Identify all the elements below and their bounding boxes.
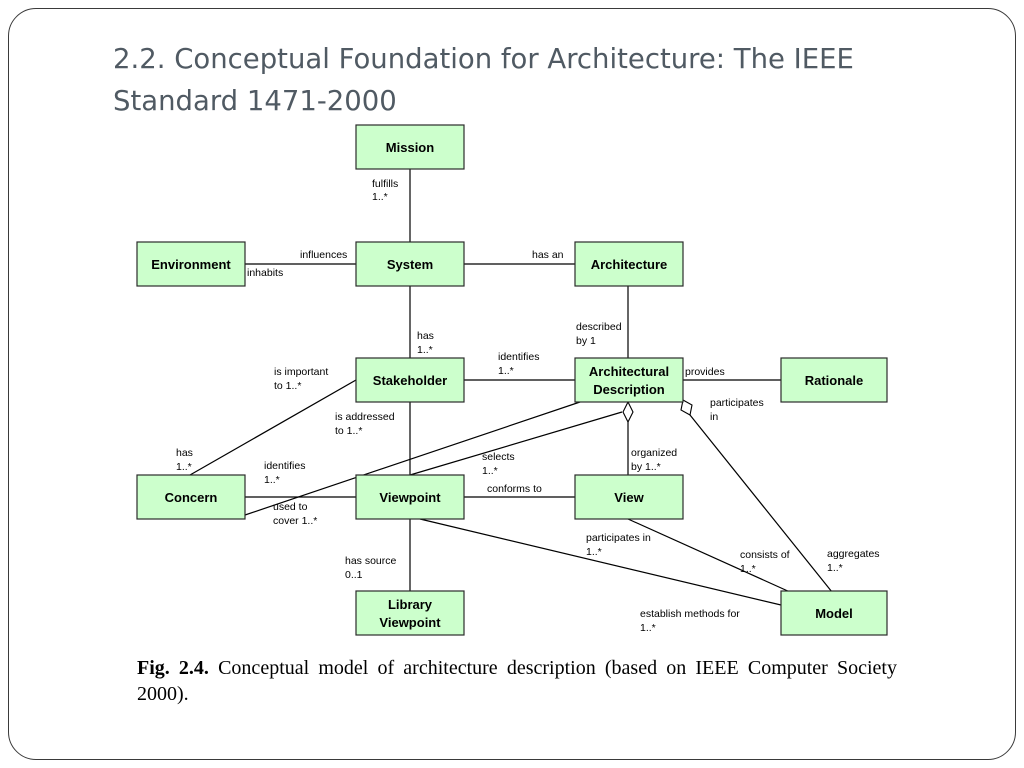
svg-text:Environment: Environment: [151, 257, 231, 272]
svg-text:Concern: Concern: [165, 490, 218, 505]
label-is-important: is important: [274, 366, 328, 378]
label-is-important-mult: to 1..*: [274, 380, 301, 392]
label-participates-in: in: [710, 411, 718, 423]
diagram-edges: [189, 169, 833, 606]
edge-viewpoint-model: [419, 518, 782, 606]
edge-ad-viewpoint: [409, 411, 623, 476]
label-described-mult: by 1: [576, 335, 596, 347]
svg-text:Mission: Mission: [386, 140, 434, 155]
node-architectural-description: Architectural Description: [574, 357, 684, 403]
label-establish-methods: establish methods for: [640, 608, 740, 620]
node-model: Model: [780, 590, 888, 636]
label-organized: organized: [631, 447, 677, 459]
svg-text:Viewpoint: Viewpoint: [379, 615, 441, 630]
label-organized-mult: by 1..*: [631, 461, 661, 473]
edge-stakeholder-concern: [189, 379, 357, 476]
label-has-stakeholder-mult: 1..*: [417, 344, 433, 356]
svg-text:Architectural: Architectural: [589, 364, 669, 379]
label-used-to-mult: cover 1..*: [273, 515, 317, 527]
svg-text:Description: Description: [593, 382, 665, 397]
label-identifies-concern-mult: 1..*: [264, 474, 280, 486]
label-aggregates: aggregates: [827, 548, 880, 560]
label-identifies-concern: identifies: [264, 460, 305, 472]
svg-text:Stakeholder: Stakeholder: [373, 373, 447, 388]
label-participates-in-view: participates in: [586, 532, 651, 544]
node-viewpoint: Viewpoint: [355, 474, 465, 520]
label-has-source: has source: [345, 555, 397, 567]
node-mission: Mission: [355, 124, 465, 170]
label-fulfills-mult: 1..*: [372, 191, 388, 203]
node-concern: Concern: [136, 474, 246, 520]
label-influences: influences: [300, 249, 347, 261]
edge-ad-concern: [244, 401, 581, 516]
label-used-to: used to: [273, 501, 308, 513]
edge-view-model: [627, 518, 791, 593]
label-has-concern-mult: 1..*: [176, 461, 192, 473]
label-provides: provides: [685, 366, 725, 378]
svg-text:Model: Model: [815, 606, 853, 621]
figure-caption-prefix: Fig. 2.4.: [137, 657, 209, 679]
node-system: System: [355, 241, 465, 287]
svg-text:Rationale: Rationale: [805, 373, 864, 388]
node-rationale: Rationale: [780, 357, 888, 403]
svg-text:System: System: [387, 257, 433, 272]
label-aggregates-mult: 1..*: [827, 562, 843, 574]
label-has-source-mult: 0..1: [345, 569, 363, 581]
aggregation-diamond-view: [622, 400, 634, 424]
label-has-stakeholder: has: [417, 330, 434, 342]
svg-text:Architecture: Architecture: [591, 257, 668, 272]
label-has-concern: has: [176, 447, 193, 459]
label-participates-in-view-mult: 1..*: [586, 546, 602, 558]
svg-text:View: View: [614, 490, 644, 505]
label-participates: participates: [710, 397, 764, 409]
label-described: described: [576, 321, 622, 333]
node-architecture: Architecture: [574, 241, 684, 287]
node-library-viewpoint: Library Viewpoint: [355, 590, 465, 636]
label-conforms-to: conforms to: [487, 483, 542, 495]
label-identifies-stakeholder-mult: 1..*: [498, 365, 514, 377]
figure-caption: Fig. 2.4. Conceptual model of architectu…: [137, 655, 897, 707]
label-identifies-stakeholder: identifies: [498, 351, 539, 363]
label-inhabits: inhabits: [247, 267, 283, 279]
node-environment: Environment: [136, 241, 246, 287]
label-consists-of: consists of: [740, 549, 790, 561]
label-consists-of-mult: 1..*: [740, 563, 756, 575]
slide-title: 2.2. Conceptual Foundation for Architect…: [113, 43, 854, 117]
svg-text:Viewpoint: Viewpoint: [379, 490, 441, 505]
label-fulfills: fulfills: [372, 178, 398, 190]
label-selects-mult: 1..*: [482, 465, 498, 477]
aggregation-diamond-model: [680, 399, 693, 416]
node-stakeholder: Stakeholder: [355, 357, 465, 403]
figure-caption-text: Conceptual model of architecture descrip…: [137, 657, 897, 705]
label-has-an: has an: [532, 249, 564, 261]
label-is-addressed-mult: to 1..*: [335, 425, 362, 437]
edge-ad-model: [689, 414, 833, 593]
node-view: View: [574, 474, 684, 520]
edge-labels: fulfills 1..* influences inhabits has an…: [176, 178, 880, 634]
label-establish-methods-mult: 1..*: [640, 622, 656, 634]
label-is-addressed: is addressed: [335, 411, 395, 423]
label-selects: selects: [482, 451, 515, 463]
svg-text:Library: Library: [388, 597, 433, 612]
